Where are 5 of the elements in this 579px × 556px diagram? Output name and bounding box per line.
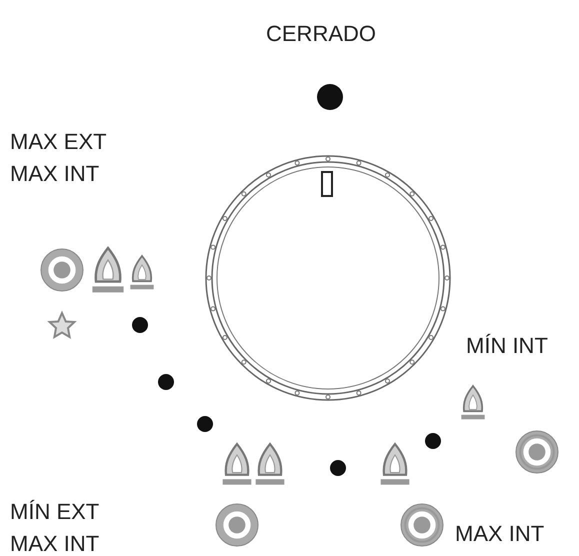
position-label: MÍN INT — [466, 332, 549, 360]
position-label: MAX INT — [455, 520, 546, 548]
position-label: CERRADO — [266, 20, 378, 48]
position-label: MAX EXT MAX INT — [10, 128, 108, 188]
position-label: MÍN EXT MAX INT — [10, 498, 100, 556]
